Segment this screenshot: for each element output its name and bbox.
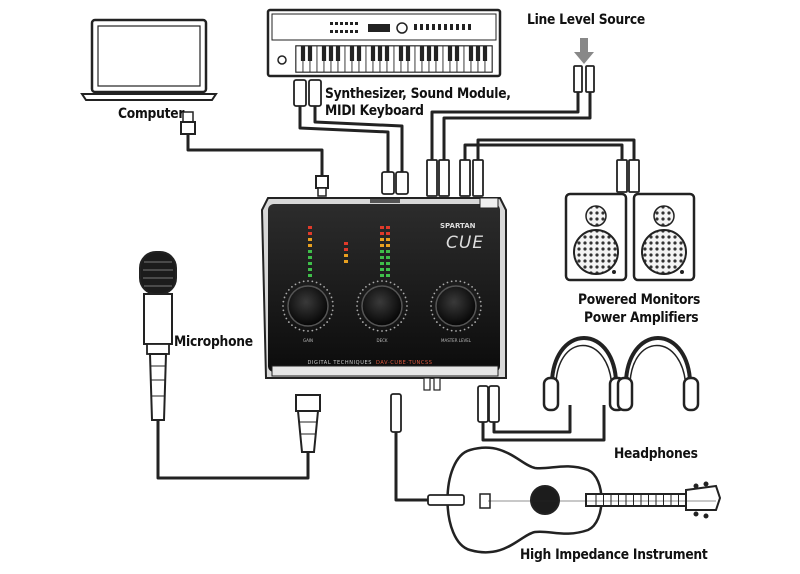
line-in-cable-left [430, 90, 580, 178]
label-power-amplifiers: Power Amplifiers [584, 310, 699, 326]
label-line-level-source: Line Level Source [527, 12, 645, 28]
footer-accent: DAV·CUBE·TUNCSS [376, 360, 433, 366]
brand-label: SPARTAN [440, 222, 476, 230]
usb-cable [186, 132, 324, 178]
rca-plug-icon [426, 65, 640, 197]
synthesizer-keyboard-icon [266, 8, 502, 78]
headphone-cable-left [481, 405, 606, 442]
laptop-icon [80, 18, 218, 101]
midi-cable-out [298, 105, 390, 180]
label-synthesizer: Synthesizer, Sound Module, [325, 86, 511, 102]
audio-interface: SPARTAN CUE GAIN DECK MASTER LEVEL DIGIT… [260, 197, 507, 391]
label-midi-keyboard: MIDI Keyboard [325, 103, 424, 119]
label-computer: Computer [118, 106, 185, 122]
label-high-impedance-instrument: High Impedance Instrument [520, 547, 708, 563]
usb-plug-icon [180, 111, 329, 197]
model-label: CUE [446, 233, 484, 253]
speaker-icon [564, 192, 628, 282]
mic-cable [156, 420, 310, 480]
xlr-plug-icon [295, 394, 321, 453]
knob-label: GAIN [303, 338, 313, 343]
label-microphone: Microphone [174, 334, 253, 350]
acoustic-guitar-icon [446, 446, 722, 554]
label-powered-monitors: Powered Monitors [578, 292, 701, 308]
midi-cable-in [313, 105, 404, 180]
knob-label: DECK [376, 338, 387, 343]
knob-label: MASTER LEVEL [441, 338, 472, 343]
headphone-cable-right [492, 405, 572, 434]
arrow-down-icon [574, 38, 594, 64]
instrument-cable [394, 430, 432, 502]
footer-text: DIGITAL TECHNIQUES [307, 360, 372, 366]
jack-plug-icon [427, 494, 465, 506]
speaker-icon [632, 192, 696, 282]
jack-plug-icon [390, 385, 500, 433]
microphone-icon [139, 251, 177, 421]
headphones-icon [542, 336, 626, 412]
midi-plug-icon [293, 79, 409, 195]
line-in-cable-right [442, 90, 592, 178]
headphones-icon [616, 336, 700, 412]
label-headphones: Headphones [614, 446, 698, 462]
monitor-cable-left [463, 143, 624, 180]
